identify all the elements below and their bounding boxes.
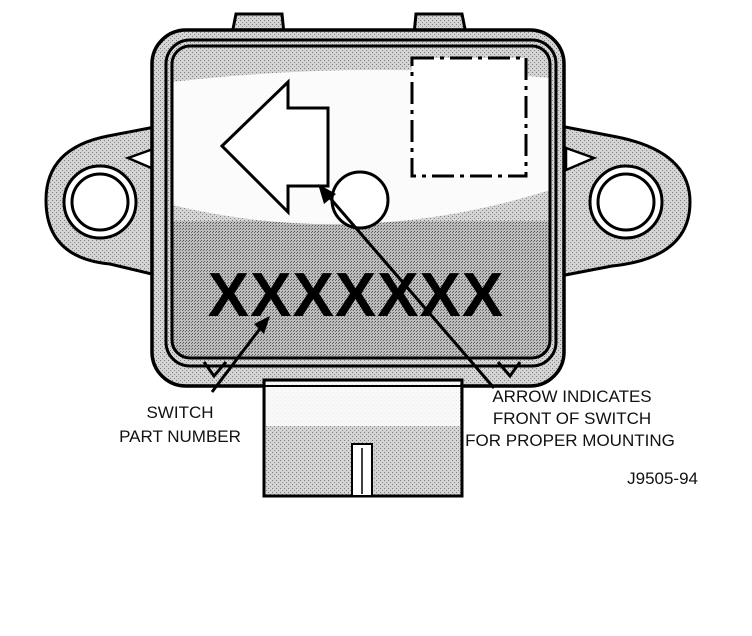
callout-label-front-of-switch: FRONT OF SWITCH	[493, 409, 651, 428]
part-number-leader	[210, 316, 270, 393]
front-direction-arrow	[219, 78, 330, 216]
callout-label-part-number: PART NUMBER	[119, 427, 241, 446]
arrow-note-callout: ARROW INDICATES FRONT OF SWITCH FOR PROP…	[465, 387, 675, 450]
indicator-circle	[330, 170, 390, 230]
connector-stem	[262, 378, 464, 498]
callout-label-arrow-indicates: ARROW INDICATES	[492, 387, 651, 406]
callout-label-proper-mounting: FOR PROPER MOUNTING	[465, 431, 675, 450]
arrow-note-leader	[318, 184, 496, 389]
figure-id: J9505-94	[627, 469, 698, 488]
left-mounting-ear	[44, 124, 162, 278]
callout-label-switch: SWITCH	[146, 403, 213, 422]
right-mounting-ear	[558, 124, 692, 278]
part-number-text: XXXXXXX	[208, 261, 504, 330]
label-area-box	[410, 56, 528, 178]
switch-part-number-callout: SWITCH PART NUMBER	[119, 403, 241, 446]
